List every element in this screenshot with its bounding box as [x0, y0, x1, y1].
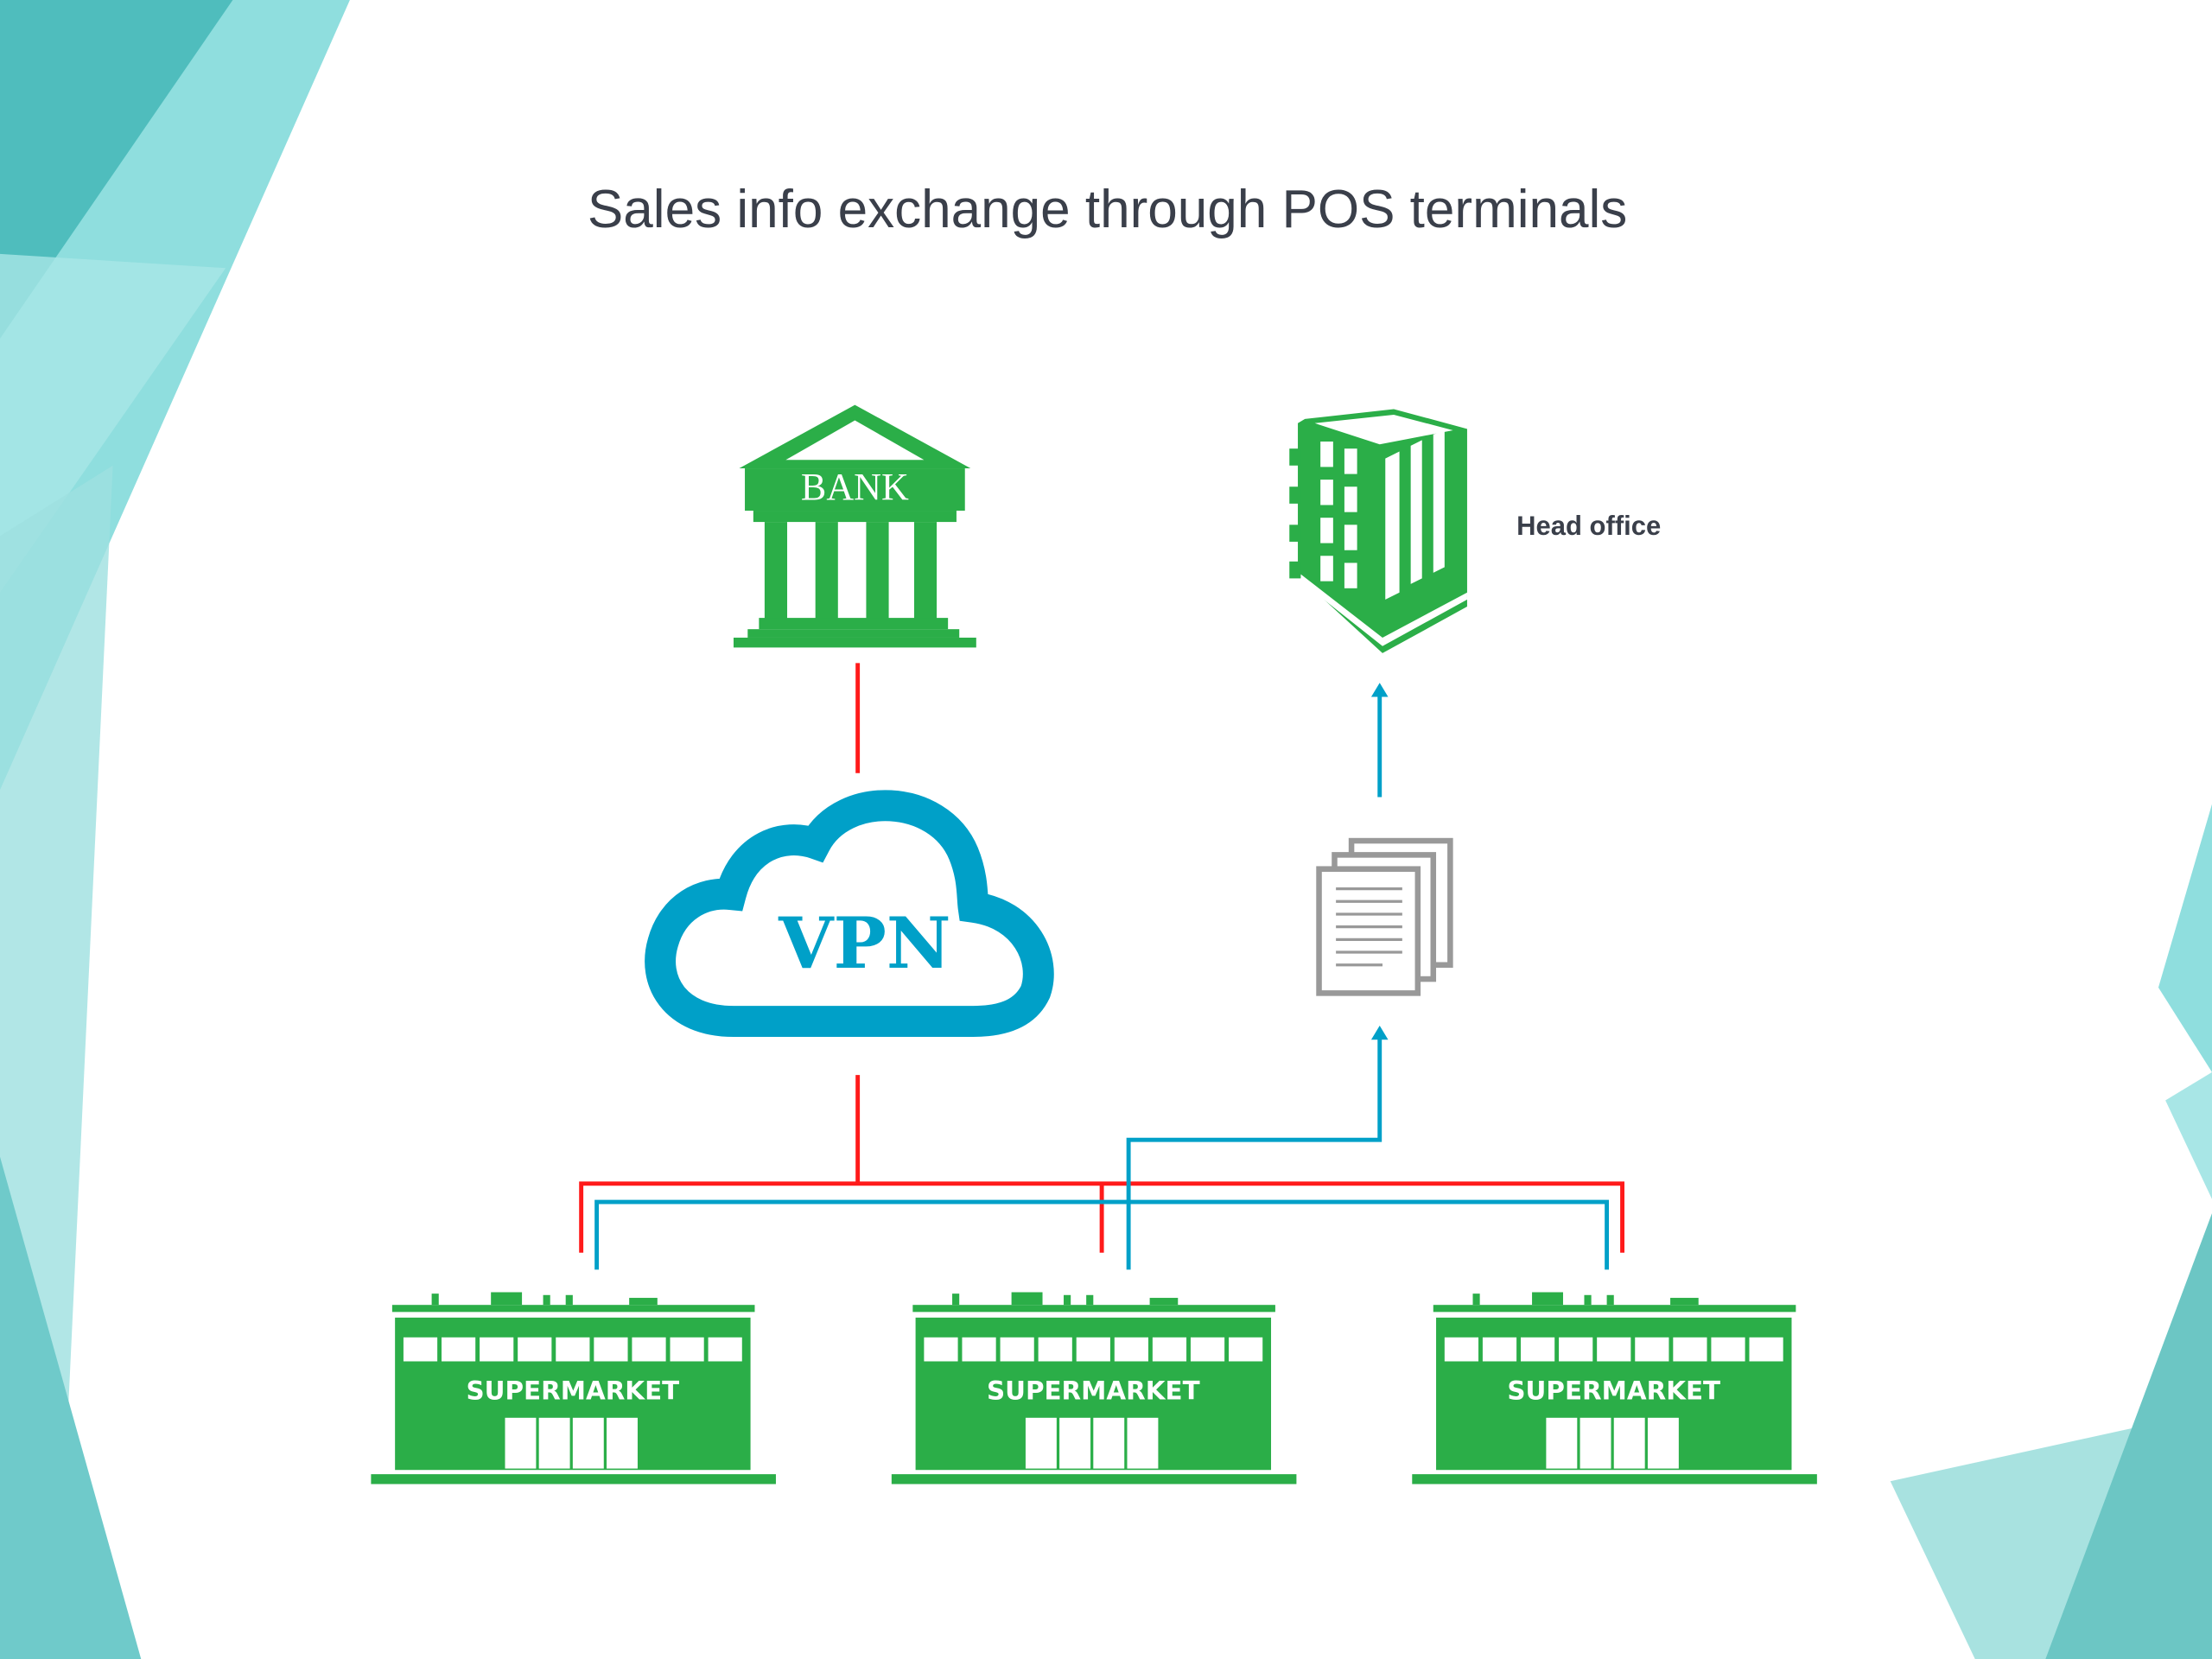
vpn-label: VPN [778, 902, 950, 985]
documents-icon [1316, 837, 1453, 996]
supermarket-1: SUPERMARKET [371, 1292, 776, 1484]
bank-icon [733, 404, 976, 648]
head-office-label: Head office [1516, 511, 1661, 541]
supermarket-label: SUPERMARKET [467, 1376, 680, 1406]
page-title: Sales info exchange through POS terminal… [588, 180, 1627, 239]
supermarket-3: SUPERMARKET [1412, 1292, 1817, 1484]
supermarket-label: SUPERMARKET [1507, 1376, 1720, 1406]
arrow-up-icon [1370, 683, 1389, 697]
blue-data-lines [594, 694, 1610, 1270]
red-network-lines [579, 663, 1624, 1253]
supermarket-label: SUPERMARKET [987, 1376, 1200, 1406]
arrow-up-icon [1370, 1025, 1389, 1040]
cloud-icon [645, 790, 1054, 1037]
bank-label: BANK [801, 466, 909, 508]
supermarket-2: SUPERMARKET [891, 1292, 1297, 1484]
office-building-icon [1289, 409, 1467, 653]
